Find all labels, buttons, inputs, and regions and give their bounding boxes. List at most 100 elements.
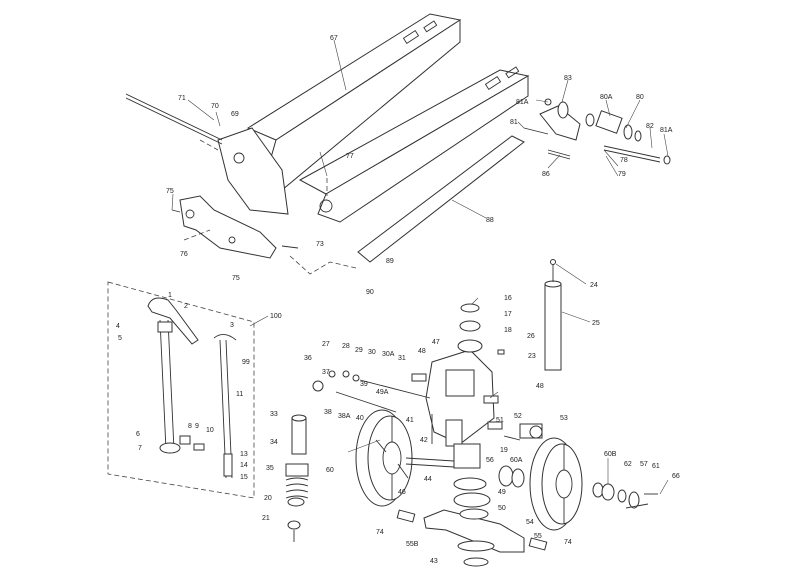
callout-66: 66 [672,473,680,480]
callout-81A-left: 81A [516,99,529,106]
callout-62: 62 [624,461,632,468]
callout-6: 6 [136,431,140,438]
lever-plate [171,195,299,259]
callout-74-left: 74 [376,529,384,536]
callout-55: 55 [534,533,542,540]
hydraulic-cylinder [544,259,562,371]
callout-17: 17 [504,311,512,318]
fork-frame [217,13,530,223]
callout-24: 24 [590,282,598,289]
callout-44: 44 [424,476,432,483]
callout-80: 80 [636,94,644,101]
callout-42: 42 [420,437,428,444]
callout-4: 4 [116,323,120,330]
callout-69: 69 [231,111,239,118]
callout-52: 52 [514,413,522,420]
callout-30: 30 [368,349,376,356]
callout-80A: 80A [600,94,613,101]
callout-51: 51 [496,417,504,424]
callout-13: 13 [240,451,248,458]
callout-29: 29 [355,347,363,354]
connecting-bar [357,135,525,263]
callout-2: 2 [184,303,188,310]
callout-79: 79 [618,171,626,178]
callout-56: 56 [486,457,494,464]
callout-41: 41 [406,417,414,424]
callout-74-right: 74 [564,539,572,546]
callout-75-top: 75 [166,188,174,195]
callout-8: 8 [188,423,192,430]
callout-35: 35 [266,465,274,472]
callout-27: 27 [322,341,330,348]
callout-3: 3 [230,322,234,329]
callout-31: 31 [398,355,406,362]
connection-lines [183,139,357,275]
callout-60B: 60B [604,451,617,458]
callout-20: 20 [264,495,272,502]
callout-48-right: 48 [536,383,544,390]
callout-86: 86 [542,171,550,178]
small-parts [312,370,543,469]
callout-7: 7 [138,445,142,452]
callout-43: 43 [430,558,438,565]
callout-99: 99 [242,359,250,366]
callout-16: 16 [504,295,512,302]
callout-9: 9 [195,423,199,430]
callout-47: 47 [432,339,440,346]
callout-38: 38 [324,409,332,416]
callout-21: 21 [262,515,270,522]
callout-73: 73 [316,241,324,248]
callout-81: 81 [510,119,518,126]
callout-75-bottom: 75 [232,275,240,282]
callout-55B: 55B [406,541,419,548]
callout-26: 26 [527,333,535,340]
pump-body [425,303,505,445]
callout-82: 82 [646,123,654,130]
callout-100: 100 [270,313,282,320]
callout-11: 11 [236,391,243,398]
pump-spring-group [285,414,309,542]
callout-60: 60 [326,467,334,474]
callout-18: 18 [504,327,512,334]
callout-25: 25 [592,320,600,327]
callout-40: 40 [356,415,364,422]
callout-38A: 38A [338,413,351,420]
callout-60A: 60A [510,457,523,464]
callout-88: 88 [486,217,494,224]
callout-67: 67 [330,35,338,42]
callout-28: 28 [342,343,350,350]
roller-axle-assembly [523,98,671,165]
callout-33: 33 [270,411,278,418]
callout-90: 90 [366,289,374,296]
left-wheel [355,409,413,507]
callout-5: 5 [118,335,122,342]
right-wheel [529,437,583,531]
callout-46: 46 [398,489,406,496]
callout-54: 54 [526,519,534,526]
callout-48-top: 48 [418,348,426,355]
callout-83: 83 [564,75,572,82]
push-rod [125,93,223,145]
callout-89: 89 [386,258,394,265]
callout-57: 57 [640,461,648,468]
callout-36: 36 [304,355,312,362]
callout-1: 1 [168,292,172,299]
callout-15: 15 [240,474,248,481]
callout-34: 34 [270,439,278,446]
callout-labels: 67 71 70 69 77 75 76 73 75 88 89 90 83 8… [116,35,680,565]
callout-71: 71 [178,95,186,102]
callout-53: 53 [560,415,568,422]
callout-37: 37 [322,369,330,376]
callout-23: 23 [528,353,536,360]
callout-70: 70 [211,103,219,110]
callout-81A-right: 81A [660,127,673,134]
callout-77: 77 [346,153,354,160]
callout-19: 19 [500,447,508,454]
callout-30A: 30A [382,351,395,358]
callout-10: 10 [206,427,214,434]
callout-39: 39 [360,381,368,388]
callout-49: 49 [498,489,506,496]
steering-base [396,477,548,567]
